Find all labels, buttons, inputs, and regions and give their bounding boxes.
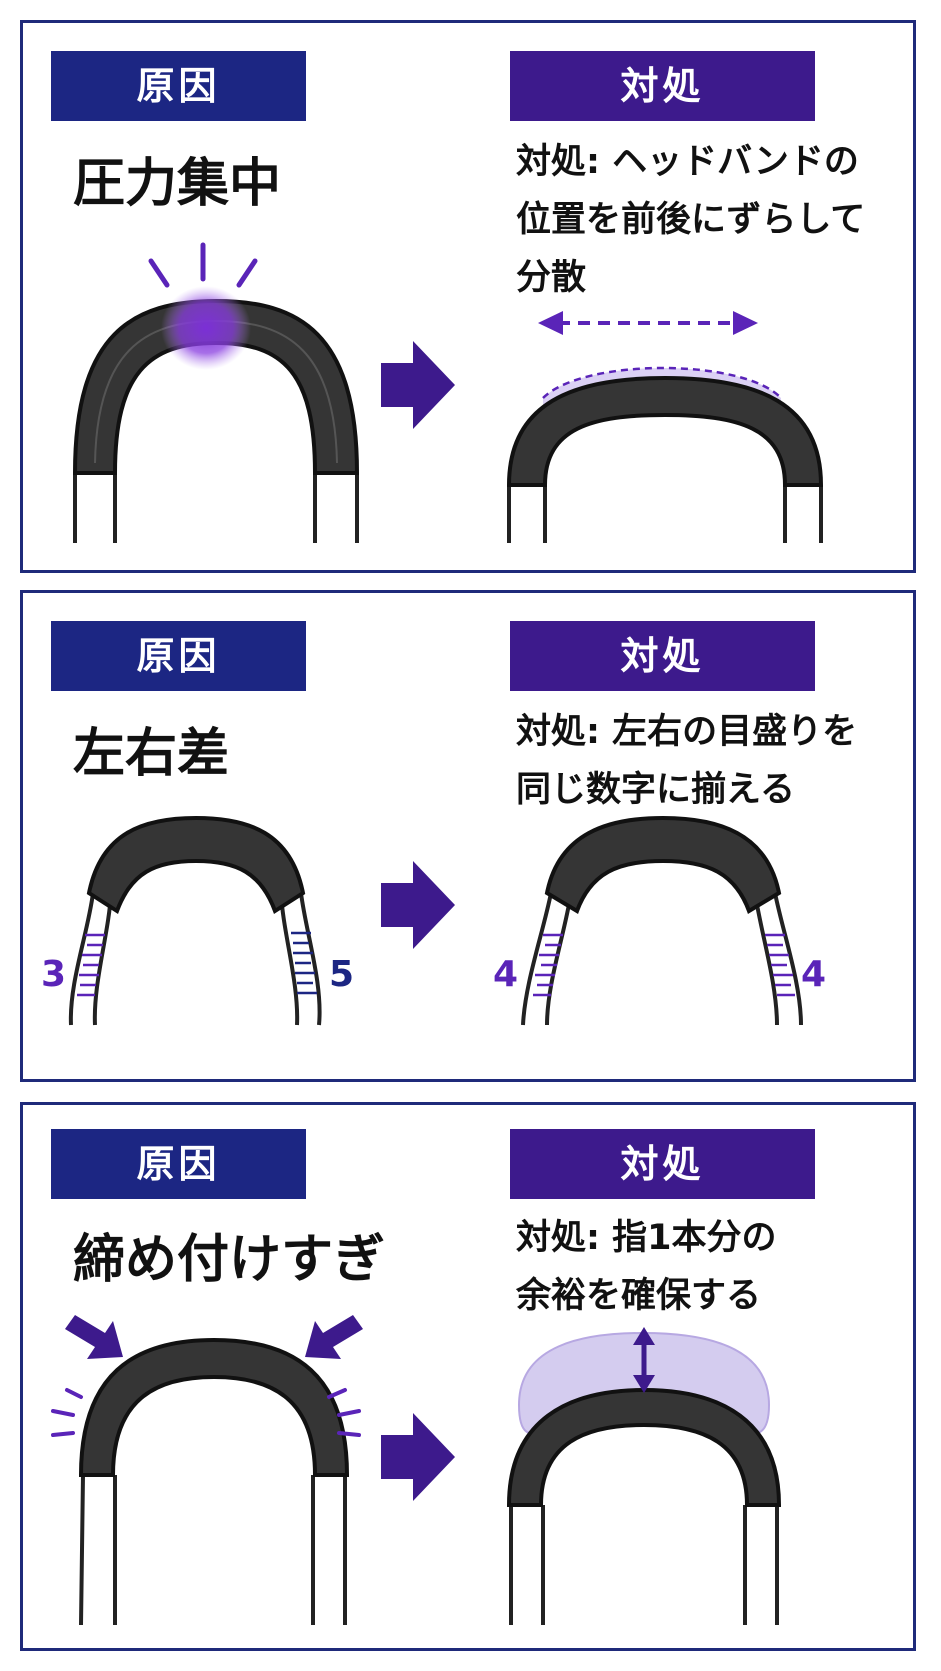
left-scale-ticks	[77, 933, 105, 997]
pressure-point-glow	[161, 286, 251, 370]
fix-line: 余裕を確保する	[516, 1276, 762, 1316]
panel-imbalance: 原因 対処 左右差 対処: 左右の目盛りを 同じ数字に揃える 3 5	[20, 590, 916, 1082]
pressure-lines	[148, 242, 258, 288]
right-arrow-icon	[381, 1413, 455, 1501]
left-scale-number: 4	[493, 954, 518, 995]
headband-icon	[78, 1337, 350, 1626]
fix-description: 対処: 指1本分の 余裕を確保する	[516, 1209, 906, 1325]
right-scale-number: 5	[329, 954, 354, 995]
tightness-illustration	[51, 1315, 782, 1626]
pressure-lines	[51, 1388, 361, 1437]
fix-line: 対処: 左右の目盛りを	[516, 712, 858, 752]
cause-title: 左右差	[73, 724, 230, 784]
squeeze-arrow-icon	[65, 1315, 363, 1359]
fix-line: 同じ数字に揃える	[516, 770, 795, 810]
fix-line: 対処: ヘッドバンドの	[516, 142, 859, 182]
panel-tightness: 原因 対処 締め付けすぎ 対処: 指1本分の 余裕を確保する	[20, 1102, 916, 1651]
imbalance-illustration: 3 5 4 4	[41, 815, 826, 1026]
left-scale-ticks	[533, 933, 563, 997]
right-arrow-icon	[381, 861, 455, 949]
gap-arrow-icon	[633, 1327, 655, 1393]
fix-badge: 対処	[510, 51, 815, 121]
right-scale-ticks	[765, 933, 795, 997]
right-arrow-icon	[381, 341, 455, 429]
fix-badge: 対処	[510, 1129, 815, 1199]
pressure-illustration	[72, 242, 824, 543]
left-scale-number: 3	[41, 954, 66, 995]
fix-line: 対処: 指1本分の	[516, 1218, 777, 1258]
headband-icon	[521, 815, 803, 1026]
cause-badge: 原因	[51, 51, 306, 121]
panel-pressure: 原因 対処 圧力集中 対処: ヘッドバンドの 位置を前後にずらして 分散	[20, 20, 916, 573]
cause-badge: 原因	[51, 1129, 306, 1199]
shift-arrow-icon	[538, 311, 758, 335]
fix-badge: 対処	[510, 621, 815, 691]
cause-title: 締め付けすぎ	[73, 1230, 386, 1290]
right-scale-ticks	[291, 931, 317, 995]
cause-title: 圧力集中	[73, 154, 282, 214]
fix-description: 対処: 左右の目盛りを 同じ数字に揃える	[516, 703, 906, 819]
fix-line: 分散	[516, 258, 587, 298]
fix-description: 対処: ヘッドバンドの 位置を前後にずらして 分散	[516, 133, 906, 307]
headband-icon	[68, 815, 322, 1026]
headband-icon	[506, 366, 824, 543]
fix-line: 位置を前後にずらして	[516, 200, 866, 240]
headband-icon	[72, 298, 360, 543]
right-scale-number: 4	[801, 954, 826, 995]
cause-badge: 原因	[51, 621, 306, 691]
